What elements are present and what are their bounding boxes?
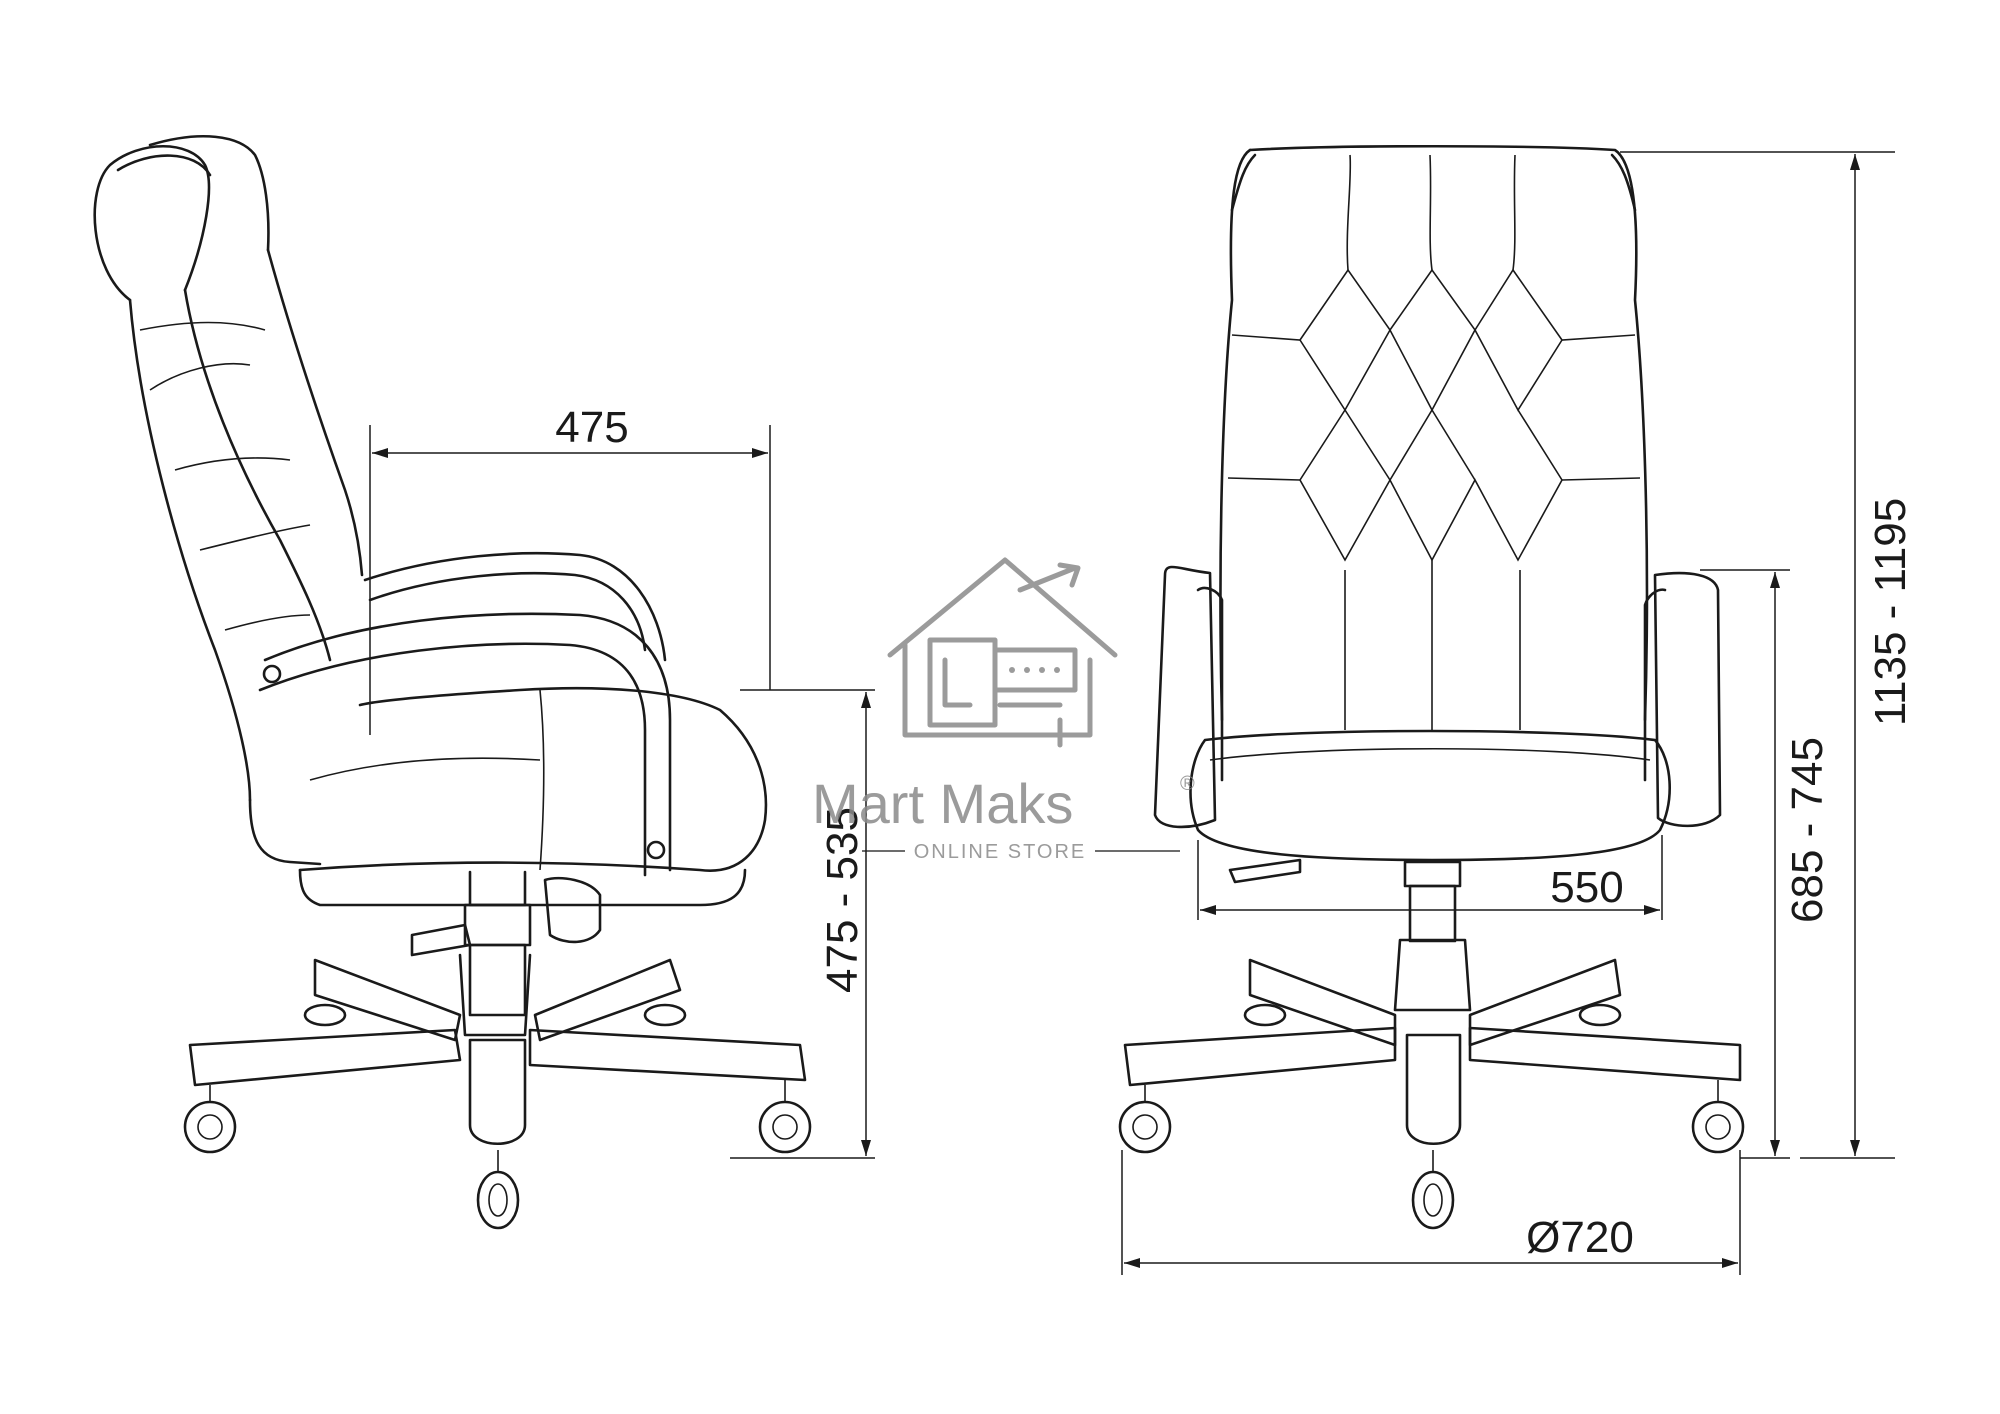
seat-depth-label: 475 — [555, 403, 628, 452]
registered-mark: ® — [1180, 773, 1197, 795]
dimension-base-diameter: Ø720 — [1121, 1150, 1741, 1275]
dimension-seat-width: 550 — [1197, 835, 1663, 920]
base-diameter-label: Ø720 — [1526, 1213, 1634, 1262]
dimension-armrest-height: 685 - 745 — [1700, 569, 1832, 1159]
dimension-seat-height: 475 - 535 — [730, 689, 875, 1159]
house-logo-icon — [887, 557, 1118, 748]
seat-height-label: 475 - 535 — [818, 807, 867, 993]
brand-subtitle: ONLINE STORE — [914, 841, 1087, 863]
front-view-chair — [1118, 144, 1745, 1230]
brand-name: Mart Maks — [812, 772, 1073, 835]
brand-watermark: Mart Maks ® ONLINE STORE — [812, 557, 1197, 863]
armrest-height-label: 685 - 745 — [1783, 737, 1832, 923]
seat-width-label: 550 — [1550, 863, 1623, 912]
total-height-label: 1135 - 1195 — [1866, 498, 1915, 726]
side-view-chair — [93, 135, 812, 1230]
dimension-seat-depth: 475 — [369, 403, 771, 735]
dimension-total-height: 1135 - 1195 — [1620, 151, 1915, 1159]
